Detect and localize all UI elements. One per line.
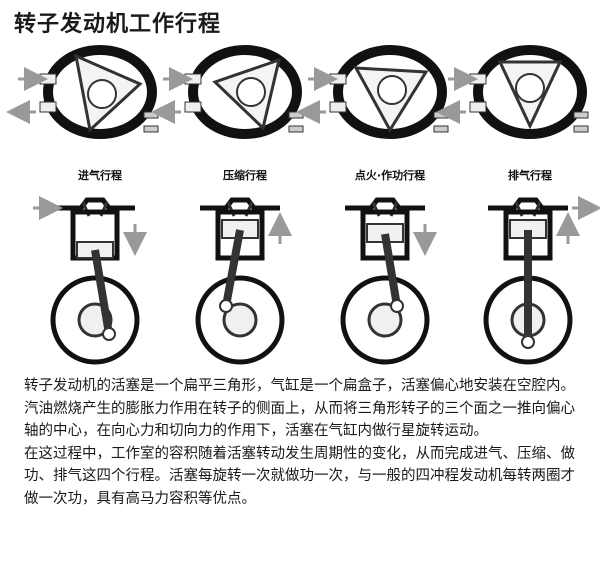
rotary-engine-power [296, 45, 449, 139]
stroke-label-intake: 进气行程 [78, 168, 122, 182]
stroke-label-compression: 压缩行程 [223, 168, 267, 182]
piston-engine-exhaust [483, 196, 600, 365]
piston-engine-power [340, 197, 437, 365]
page-title: 转子发动机工作行程 [14, 12, 222, 37]
rotary-engine-intake [6, 45, 159, 139]
rotary-engine-exhaust [436, 45, 589, 139]
engine-stroke-diagram: 进气行程 压缩行程 点火·作功行程 排气行程 [6, 45, 600, 365]
stroke-label-power: 点火·作功行程 [355, 168, 425, 182]
description-paragraph-2: 在这过程中，工作室的容积随着活塞转动发生周期性的变化，从而完成进气、压缩、做功、… [24, 445, 575, 507]
piston-engine-compression [195, 197, 292, 365]
stroke-label-exhaust: 排气行程 [508, 168, 552, 182]
rotary-engine-compression [151, 45, 304, 139]
description-paragraph-1: 转子发动机的活塞是一个扁平三角形，气缸是一个扁盒子，活塞偏心地安装在空腔内。汽油… [24, 378, 575, 439]
piston-engine-intake [33, 196, 147, 365]
description: 转子发动机的活塞是一个扁平三角形，气缸是一个扁盒子，活塞偏心地安装在空腔内。汽油… [24, 375, 584, 510]
